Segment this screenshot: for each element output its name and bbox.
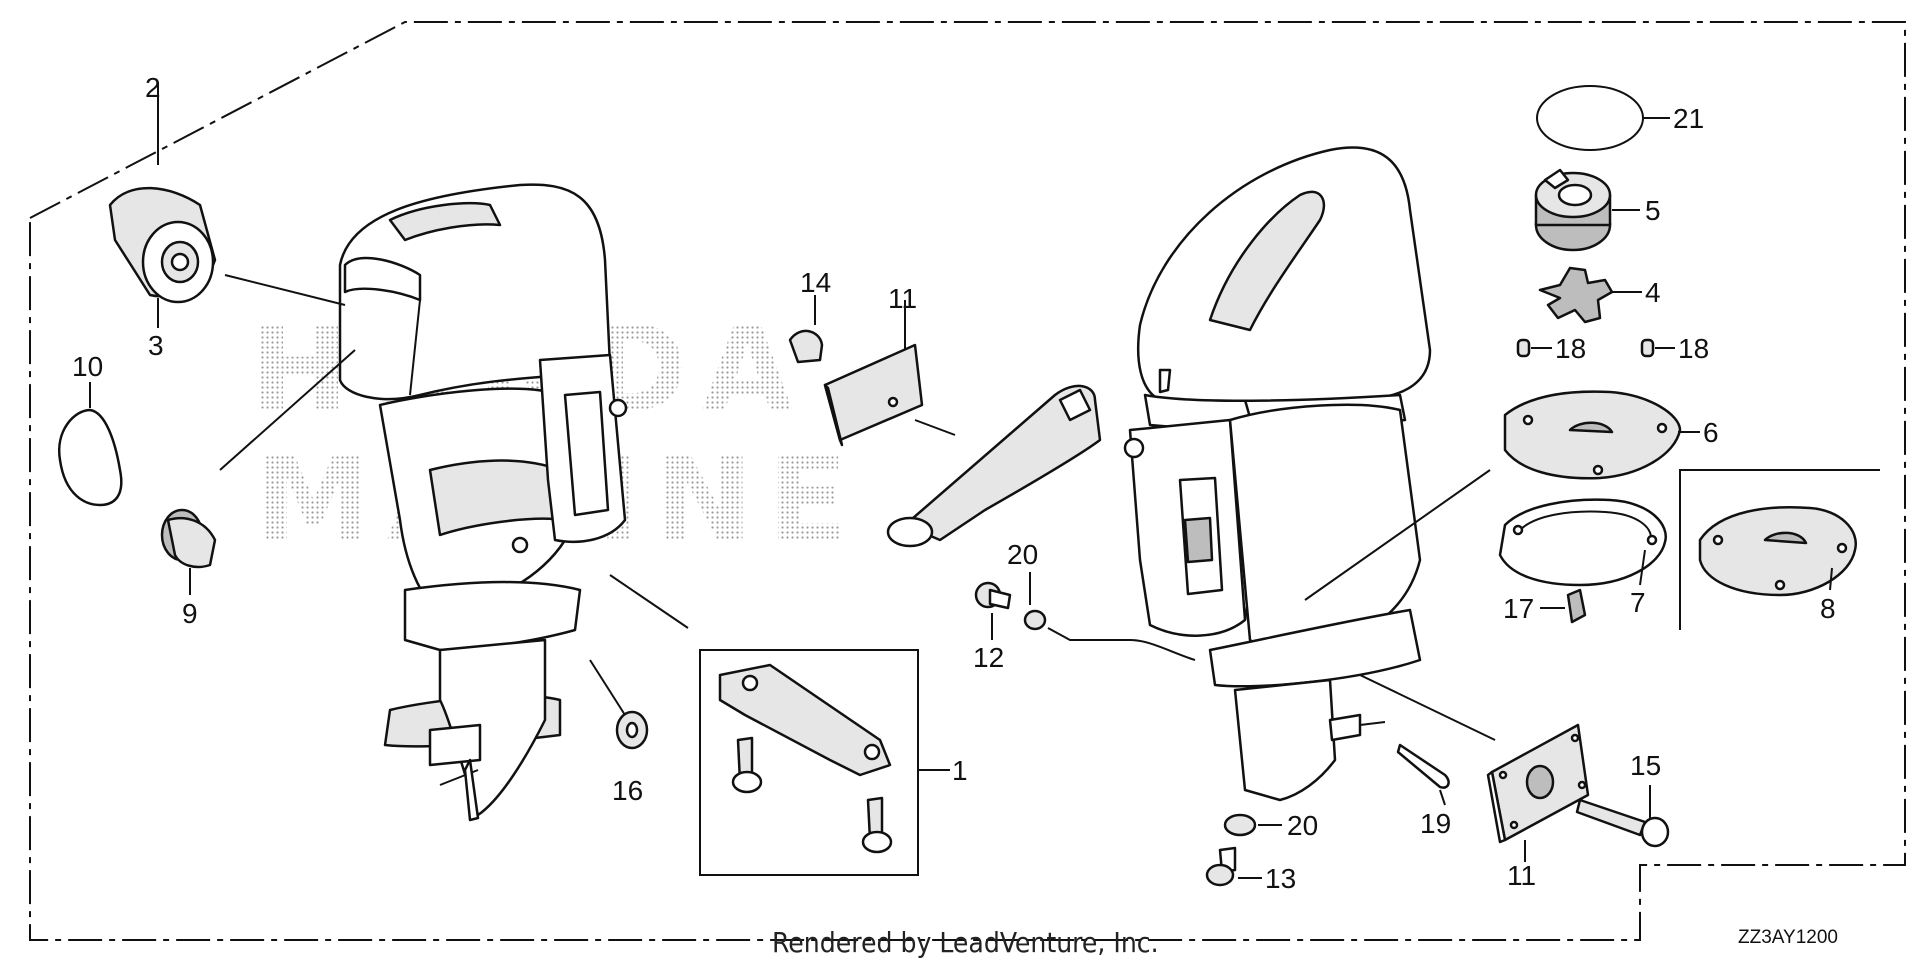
render-credit: Rendered by LeadVenture, Inc. [772, 926, 1159, 959]
callout-6: 6 [1703, 417, 1719, 448]
key-17 [1566, 588, 1587, 624]
callout-17: 17 [1503, 593, 1534, 624]
callout-15: 15 [1630, 750, 1661, 781]
anode-kit-box [699, 649, 919, 876]
diagram-code: ZZ3AY1200 [1738, 927, 1838, 948]
o-ring [1536, 85, 1644, 151]
thermostat-gasket [57, 408, 123, 507]
callout-13: 13 [1265, 863, 1296, 894]
pump-plate [1503, 390, 1682, 480]
callout-21: 21 [1673, 103, 1704, 134]
oil-filter [108, 186, 217, 304]
bolt-12 [974, 581, 1012, 610]
callout-12: 12 [973, 642, 1004, 673]
impeller [1538, 266, 1614, 324]
outboard-motor-left [338, 183, 628, 822]
callout-14: 14 [800, 267, 831, 298]
callout-8: 8 [1820, 593, 1836, 624]
dashed-frame [29, 21, 1906, 941]
washer-20a [1023, 609, 1047, 631]
bolt-1a [731, 736, 763, 794]
pump-gasket-kit [1698, 505, 1858, 597]
callout-2: 2 [145, 72, 161, 103]
callout-11-right: 11 [1507, 860, 1536, 891]
callout-1: 1 [952, 755, 968, 786]
callout-5: 5 [1645, 195, 1661, 226]
pump-gasket [1498, 498, 1667, 587]
anode-plate-right [1486, 723, 1590, 844]
anode-bar [718, 663, 892, 777]
callout-19: 19 [1420, 808, 1451, 839]
bolt-13 [1205, 846, 1237, 887]
callout-20-top: 20 [1007, 539, 1038, 570]
outboard-motor-right [886, 146, 1491, 802]
callout-4: 4 [1645, 277, 1661, 308]
pin-18a [1516, 338, 1531, 358]
callout-18-right: 18 [1678, 333, 1709, 364]
anode-block-left [823, 343, 924, 447]
callout-9: 9 [182, 598, 198, 629]
bolt-1b [861, 796, 893, 854]
pin-18b [1640, 338, 1655, 358]
callout-10: 10 [72, 351, 103, 382]
grommet [788, 329, 824, 364]
washer-20b [1223, 813, 1257, 837]
callout-16: 16 [612, 775, 643, 806]
callout-7: 7 [1630, 587, 1646, 618]
callout-3: 3 [148, 330, 164, 361]
pump-housing [1534, 168, 1612, 252]
gasket-kit-box [1679, 469, 1880, 630]
long-bolt [1575, 798, 1670, 848]
cotter-pin [1396, 743, 1450, 789]
thermostat [160, 508, 217, 569]
callout-20-bottom: 20 [1287, 810, 1318, 841]
callout-18-left: 18 [1555, 333, 1586, 364]
callout-11-left: 11 [888, 283, 917, 314]
